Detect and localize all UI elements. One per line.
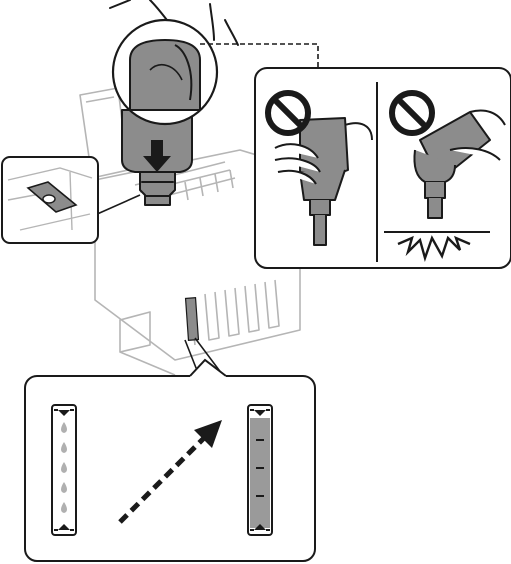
prohibited-actions-inset bbox=[254, 67, 511, 269]
printer-slot-lines bbox=[184, 169, 234, 201]
ink-drop-icon bbox=[61, 482, 67, 493]
squeeze-bottle-panel bbox=[274, 117, 373, 246]
no-symbol-icon bbox=[389, 90, 435, 136]
impact-burst-icon bbox=[397, 235, 471, 263]
ink-drop-icon bbox=[61, 502, 67, 513]
cap-holder-inset bbox=[1, 156, 99, 244]
ink-drop-icon bbox=[61, 422, 67, 433]
ink-level-inset bbox=[24, 358, 316, 562]
ink-fill bbox=[250, 418, 270, 528]
drop-bottle-panel bbox=[413, 109, 506, 219]
ink-drop-icon bbox=[61, 462, 67, 473]
ink-drop-icon bbox=[61, 442, 67, 453]
magnifier-circle bbox=[111, 18, 219, 126]
no-symbol-icon bbox=[265, 90, 311, 136]
bottle-nozzle bbox=[139, 171, 176, 206]
down-arrow-icon bbox=[143, 140, 171, 172]
ink-tank-before bbox=[51, 404, 77, 536]
level-marks bbox=[256, 439, 264, 497]
diagonal-dashed-arrow-icon bbox=[118, 420, 222, 524]
leader-lines bbox=[94, 43, 319, 216]
ink-tank-after bbox=[247, 404, 273, 536]
ink-drops bbox=[61, 422, 67, 513]
active-ink-window bbox=[184, 297, 200, 341]
